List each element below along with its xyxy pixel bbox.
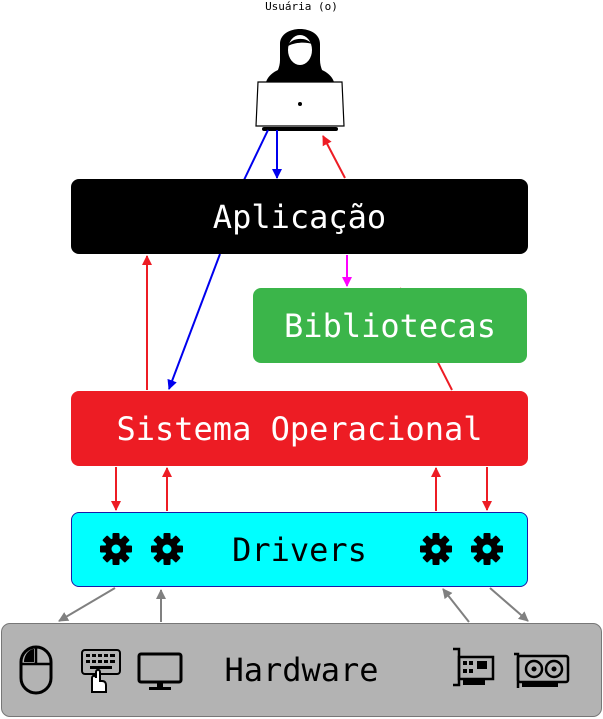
arrow-user-to-so-upper: [243, 129, 269, 181]
sistema-operacional-label: Sistema Operacional: [116, 409, 483, 448]
aplicacao-box: Aplicação: [71, 179, 528, 254]
user-caption: Usuária (o): [265, 0, 338, 13]
monitor-icon: [137, 652, 183, 690]
aplicacao-label: Aplicação: [212, 197, 387, 236]
graphics-card-icon: [514, 652, 570, 688]
sistema-operacional-box: Sistema Operacional: [71, 391, 528, 466]
gear-icon: [420, 533, 452, 565]
arrow-user-to-so-lower: [167, 253, 221, 390]
hardware-label: Hardware: [224, 651, 379, 689]
gear-icon: [471, 533, 503, 565]
arrow-hardware-to-drivers-2: [442, 588, 470, 623]
hardware-box: Hardware: [1, 623, 602, 717]
user-with-laptop-icon: [255, 29, 345, 131]
gear-icon: [151, 533, 183, 565]
arrow-aplicacao-to-user: [322, 135, 346, 179]
network-card-icon: [453, 647, 495, 687]
drivers-box: Drivers: [71, 512, 528, 587]
mouse-icon: [19, 645, 53, 695]
keyboard-icon: [81, 649, 121, 693]
gear-icon: [100, 533, 132, 565]
arrow-drivers-to-hardware-2: [489, 587, 529, 622]
arrow-drivers-to-hardware-1: [58, 587, 116, 622]
bibliotecas-label: Bibliotecas: [284, 306, 496, 345]
bibliotecas-box: Bibliotecas: [253, 288, 527, 363]
drivers-label: Drivers: [232, 530, 367, 569]
